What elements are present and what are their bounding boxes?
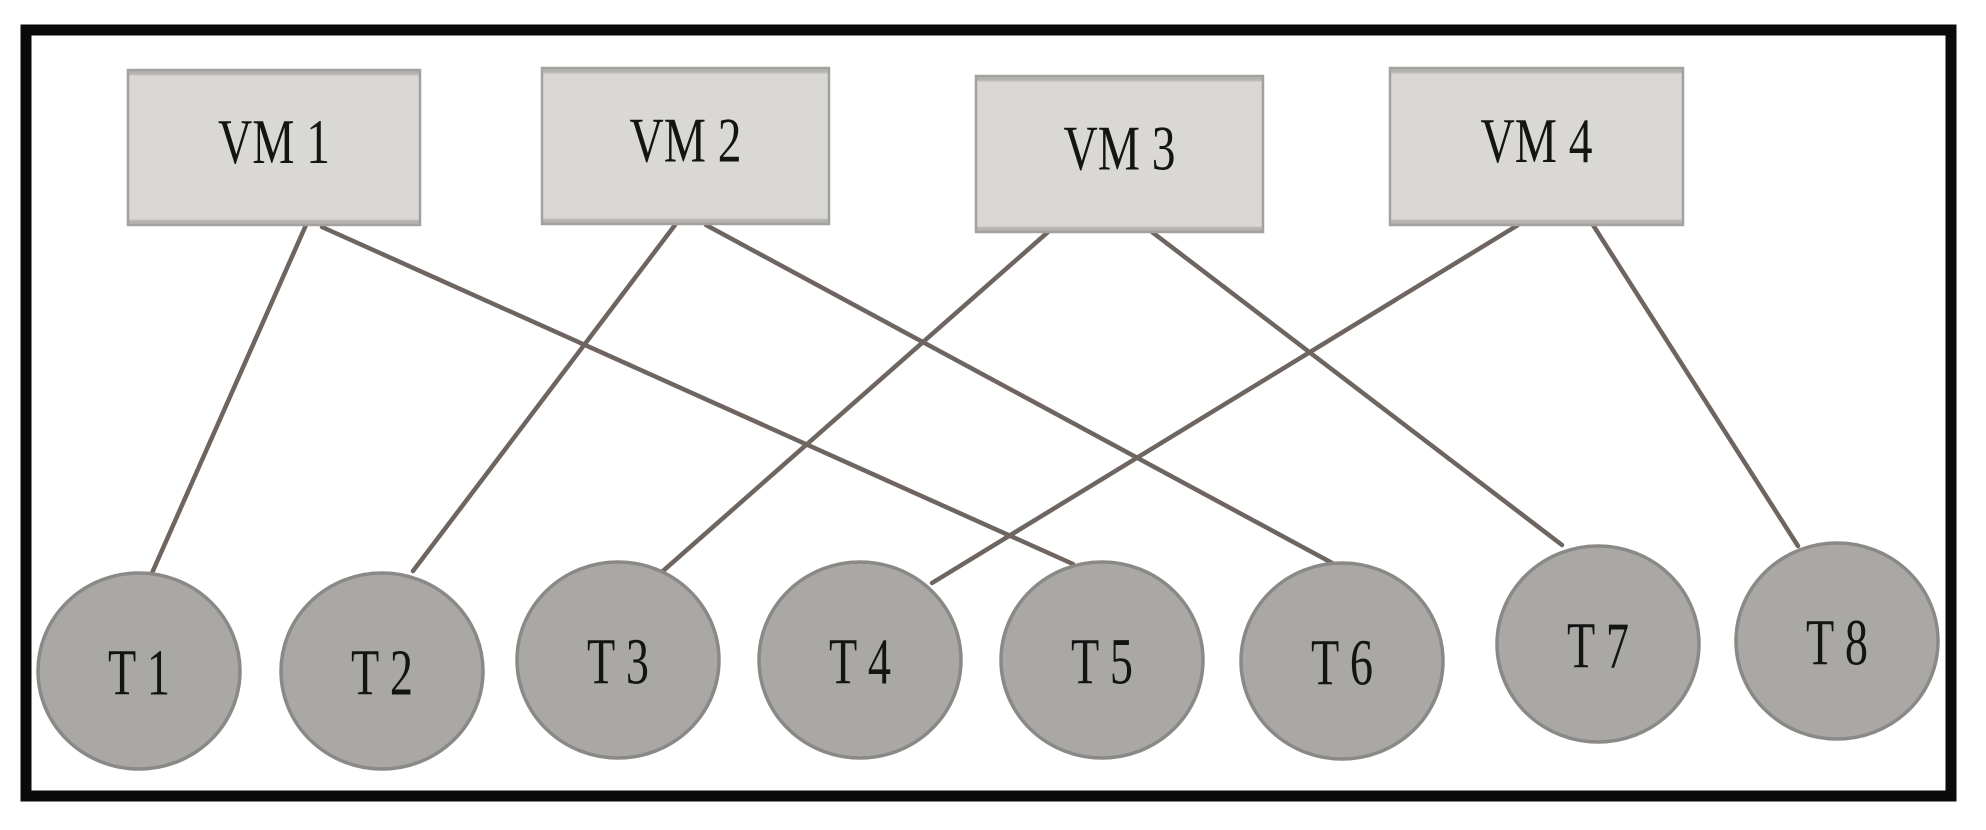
- vm-label-vm4: VM 4: [1481, 105, 1593, 176]
- vm-box-vm3: [974, 74, 1265, 234]
- vm-label-vm2: VM 2: [630, 105, 742, 176]
- edge-vm4-t4: [929, 222, 1521, 586]
- task-label-t1: T 1: [108, 637, 170, 710]
- vm-box-vm4: [1388, 66, 1685, 227]
- task-label-t6: T 6: [1311, 627, 1373, 700]
- vm-box-vm1: [126, 68, 422, 227]
- task-label-t5: T 5: [1071, 626, 1133, 699]
- task-label-t3: T 3: [587, 626, 649, 699]
- task-label-t8: T 8: [1806, 607, 1868, 680]
- edge-vm1-t1: [149, 222, 309, 576]
- task-circle-t7: [1495, 544, 1701, 744]
- task-circle-t4: [757, 560, 963, 760]
- task-circle-t8: [1734, 541, 1940, 741]
- task-circle-t3: [515, 560, 721, 760]
- task-circle-t2: [279, 571, 485, 771]
- edge-vm2-t2: [410, 222, 678, 574]
- task-circle-t5: [999, 560, 1205, 760]
- edge-vm1-t5: [319, 224, 1076, 567]
- task-label-t2: T 2: [351, 637, 413, 710]
- edge-vm2-t6: [703, 222, 1337, 567]
- task-circle-t6: [1239, 561, 1445, 761]
- task-label-t4: T 4: [829, 626, 891, 699]
- task-label-t7: T 7: [1567, 610, 1629, 683]
- vm-box-vm2: [540, 66, 831, 226]
- vm-label-vm1: VM 1: [218, 106, 330, 177]
- task-circle-t1: [36, 571, 242, 771]
- vm-label-vm3: VM 3: [1064, 113, 1176, 184]
- edge-vm4-t8: [1590, 222, 1801, 549]
- edge-vm3-t7: [1149, 229, 1565, 548]
- outer-frame: [20, 24, 1957, 802]
- edge-vm3-t3: [652, 229, 1051, 581]
